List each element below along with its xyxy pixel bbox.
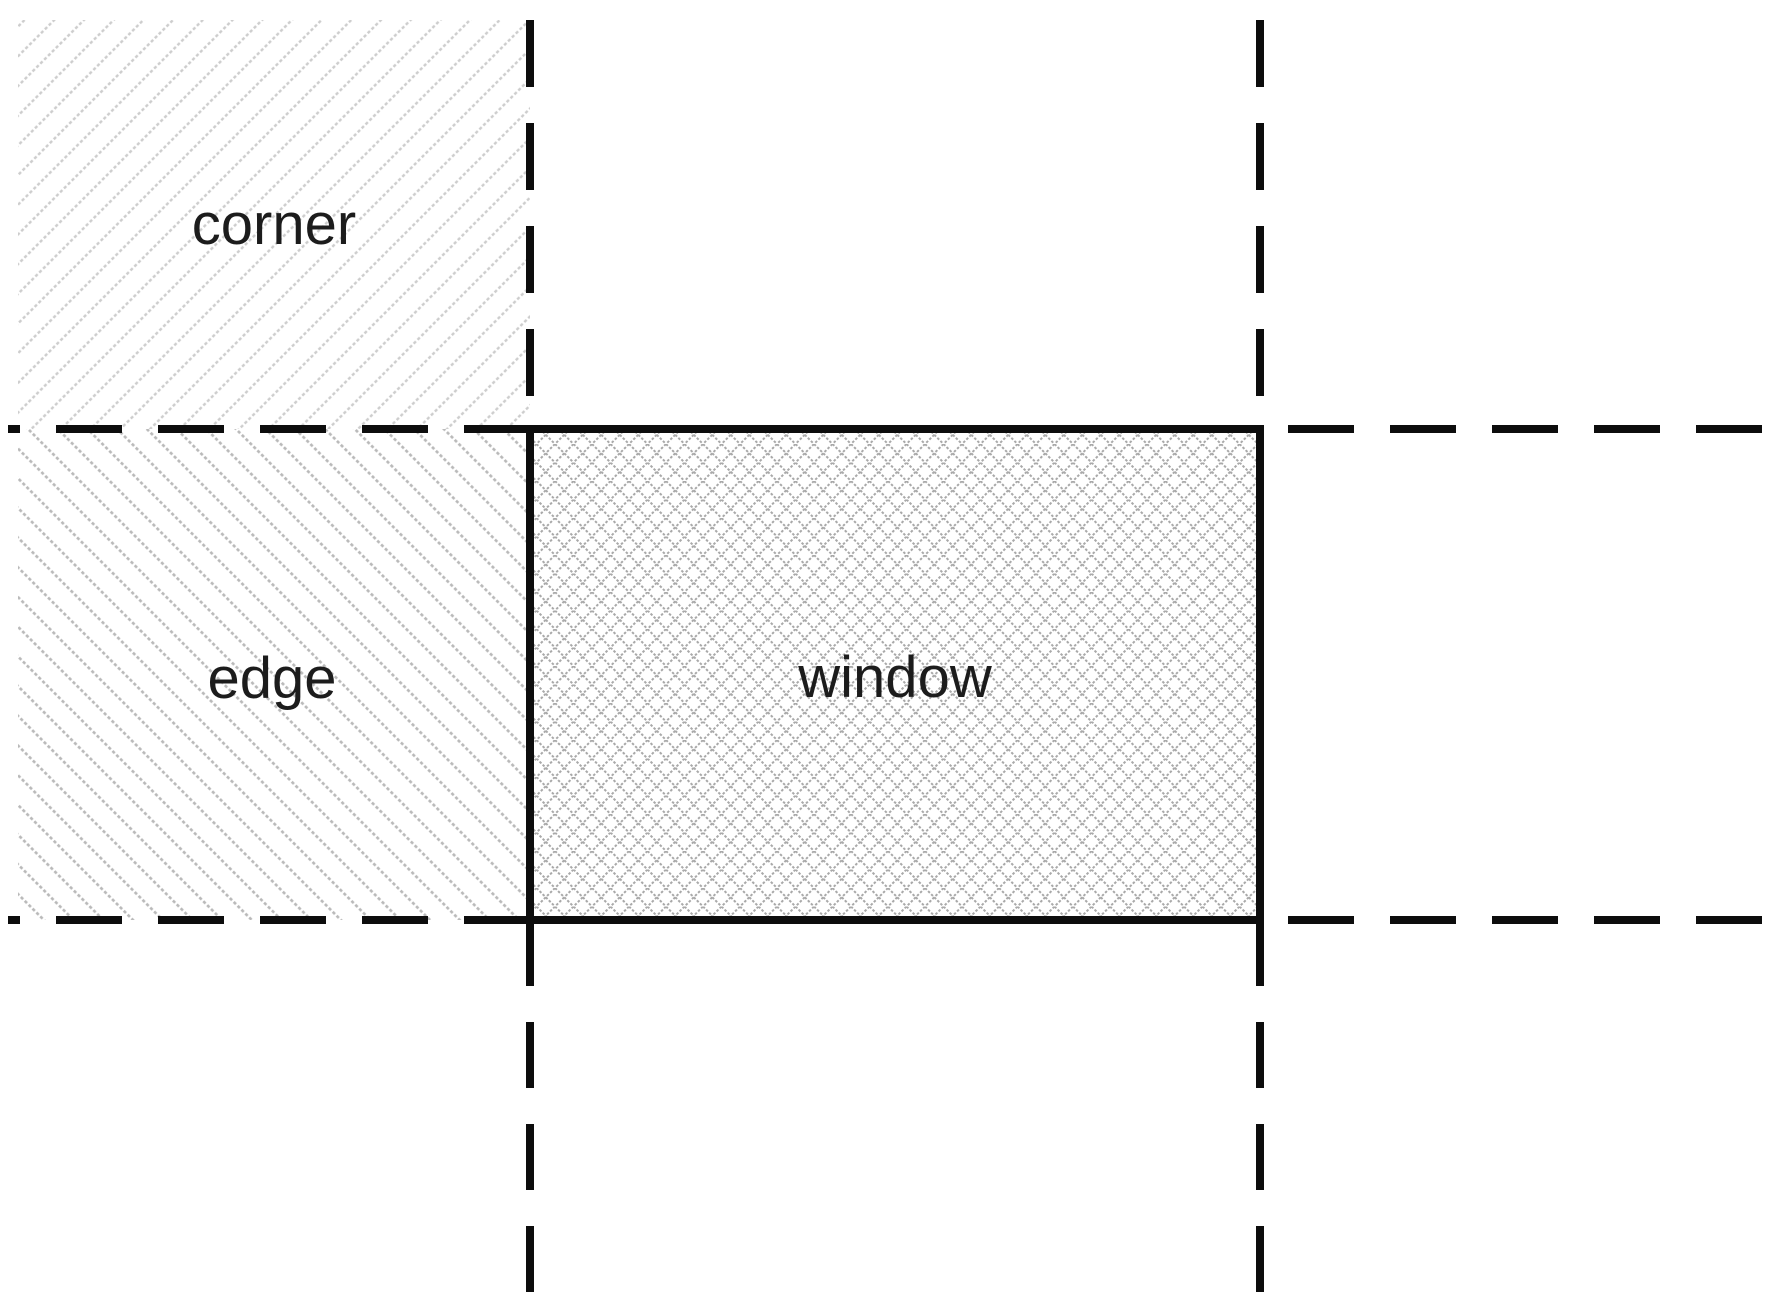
window-label: window <box>797 645 993 710</box>
corner-label: corner <box>192 192 356 257</box>
window-region <box>530 429 1260 920</box>
dashed-grid-lines <box>8 20 1775 1306</box>
edge-region <box>18 429 530 920</box>
corner-region <box>18 20 530 429</box>
edge-label: edge <box>207 646 336 711</box>
window-border <box>526 425 1264 924</box>
